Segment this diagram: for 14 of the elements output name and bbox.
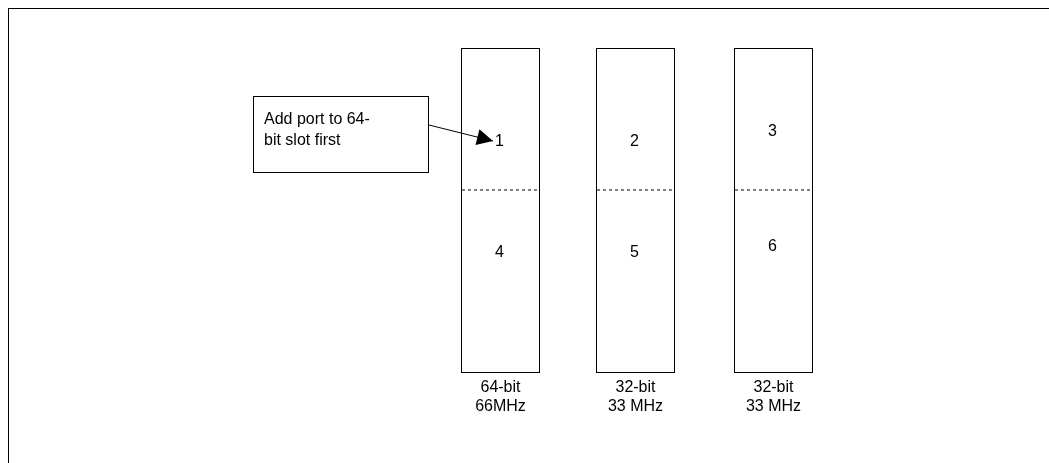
- slot-label: 32-bit 33 MHz: [606, 377, 665, 416]
- slot-number: 3: [768, 122, 777, 140]
- arrow: [428, 124, 494, 145]
- slot-label: 32-bit 33 MHz: [744, 377, 803, 416]
- slot-box: [596, 48, 675, 373]
- callout-box: Add port to 64-bit slot first: [253, 96, 429, 173]
- slot-number: 1: [495, 132, 504, 150]
- slot-number: 6: [768, 237, 777, 255]
- slot-number: 4: [495, 243, 504, 261]
- slot-box: [734, 48, 813, 373]
- slot-box: [461, 48, 540, 373]
- slot-number: 5: [630, 243, 639, 261]
- slot-label: 64-bit 66MHz: [474, 377, 527, 416]
- slot-number: 2: [630, 132, 639, 150]
